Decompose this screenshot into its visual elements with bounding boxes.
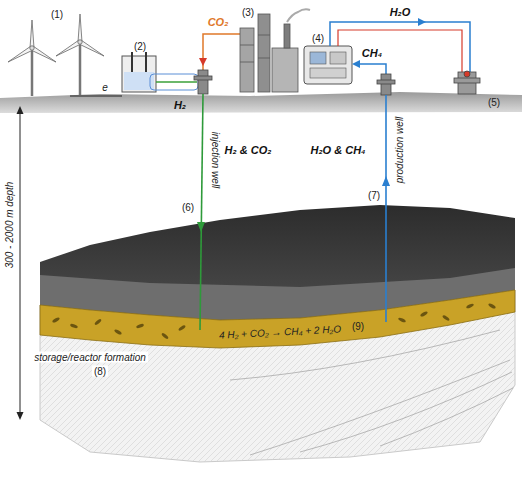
water-pipe (330, 22, 470, 72)
hydrogen-pipe (156, 81, 197, 83)
power-wire (70, 95, 122, 96)
callout-number: (8) (92, 366, 108, 377)
gas-label: H₂O (390, 6, 411, 18)
fault-lines (230, 330, 513, 455)
co2-pipe (203, 34, 240, 70)
injection-well (200, 94, 203, 330)
callout-number: (2) (134, 41, 146, 52)
well-label: injection well (210, 132, 221, 189)
electrolyser (122, 52, 198, 92)
wind-turbines (8, 14, 104, 96)
callout-number: (7) (368, 190, 380, 201)
reservoir-formation (40, 290, 515, 348)
callout-number: (6) (182, 202, 194, 213)
callout-number: (9) (352, 321, 364, 332)
co2-arrowhead (199, 58, 207, 66)
methane-arrowhead (352, 60, 360, 68)
return-pipe (338, 30, 462, 72)
well-label: production well (394, 117, 405, 184)
methanation-unit (304, 46, 352, 84)
injection-arrowhead (197, 222, 205, 232)
callout-number: (3) (242, 7, 254, 18)
gas-label: CO₂ (208, 16, 229, 28)
flow-label: H₂O & CH₄ (310, 144, 365, 156)
gas-label: H₂ (174, 99, 186, 111)
injection-wellhead (194, 70, 212, 94)
injection-pump (454, 71, 480, 94)
industrial-plant (240, 9, 310, 92)
reaction-equation: 4 H₂ + CO₂ → CH₄ + 2 H₂O (219, 323, 342, 340)
water-arrowhead (418, 18, 426, 26)
callout-number: (1) (51, 9, 63, 20)
callout-number: (4) (312, 33, 324, 44)
production-well (385, 95, 387, 322)
production-wellhead (377, 74, 395, 95)
ground-surface (0, 92, 522, 113)
formation-label: storage/reactor formation (32, 352, 148, 363)
methane-pipe (358, 64, 386, 74)
production-arrowhead (382, 176, 390, 186)
callout-number: (5) (488, 97, 500, 108)
microbes (52, 303, 497, 340)
electricity-label: e (102, 82, 108, 93)
depth-label: 300 - 2000 m depth (4, 182, 15, 269)
depth-arrow (17, 106, 24, 420)
gas-label: CH₄ (362, 47, 382, 59)
flow-label: H₂ & CO₂ (225, 144, 272, 156)
